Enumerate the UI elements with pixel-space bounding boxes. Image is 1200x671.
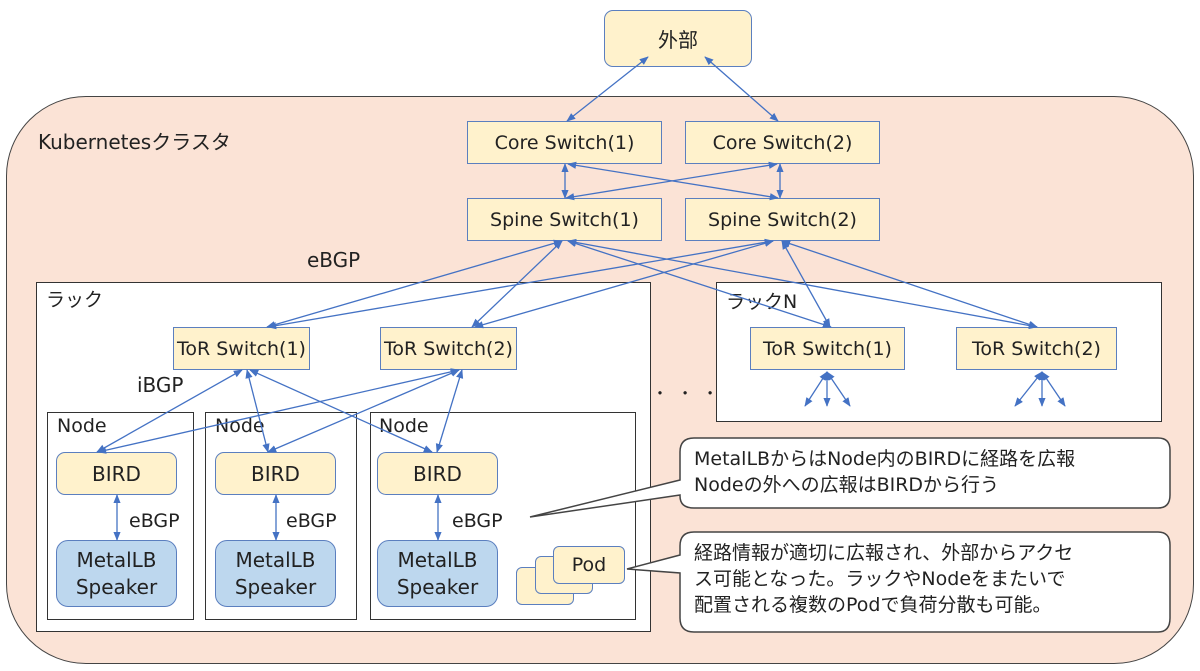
node-3-bird: BIRD	[377, 452, 498, 495]
node-3-speaker-label: MetalLB Speaker	[396, 547, 479, 599]
rack-n-tor-switch-1-label: ToR Switch(1)	[763, 337, 892, 360]
rack-n-label: ラックN	[726, 291, 798, 313]
ibgp-label: iBGP	[137, 373, 184, 397]
node-3-label: Node	[379, 415, 429, 437]
node-1-metallb-speaker: MetalLB Speaker	[56, 540, 177, 607]
node-1-ebgp-label: eBGP	[129, 510, 180, 532]
node-2-speaker-label: MetalLB Speaker	[234, 547, 317, 599]
ebgp-spine-label: eBGP	[307, 248, 361, 272]
node-1-speaker-label: MetalLB Speaker	[75, 547, 158, 599]
pod-front: Pod	[553, 546, 625, 584]
rack-1-tor-switch-2: ToR Switch(2)	[380, 327, 517, 370]
spine-switch-2-label: Spine Switch(2)	[708, 208, 857, 231]
core-switch-1: Core Switch(1)	[467, 121, 662, 164]
node-1-bird: BIRD	[56, 452, 177, 495]
spine-switch-1-label: Spine Switch(1)	[490, 208, 639, 231]
core-switch-2-label: Core Switch(2)	[712, 131, 853, 154]
callout-2-text: 経路情報が適切に広報され、外部からアクセ ス可能となった。ラックやNodeをまた…	[694, 542, 1074, 616]
rack-1-tor-switch-1: ToR Switch(1)	[173, 327, 310, 370]
cluster-label: Kubernetesクラスタ	[38, 130, 231, 154]
node-2-ebgp-label: eBGP	[286, 510, 337, 532]
node-2-bird: BIRD	[215, 452, 336, 495]
external-label: 外部	[658, 28, 698, 52]
rack-1-tor-switch-2-label: ToR Switch(2)	[384, 337, 513, 360]
node-1-label: Node	[57, 415, 107, 437]
node-3-metallb-speaker: MetalLB Speaker	[377, 540, 498, 607]
node-2-bird-label: BIRD	[251, 461, 300, 486]
rack-1-label: ラック	[46, 289, 104, 311]
spine-switch-1: Spine Switch(1)	[467, 198, 662, 241]
node-3-ebgp-label: eBGP	[452, 510, 503, 532]
node-2-label: Node	[215, 415, 265, 437]
node-1-bird-label: BIRD	[92, 461, 141, 486]
rack-n-tor-switch-2: ToR Switch(2)	[956, 327, 1117, 370]
pod-label: Pod	[571, 554, 607, 576]
rack-1-tor-switch-1-label: ToR Switch(1)	[177, 337, 306, 360]
core-switch-2: Core Switch(2)	[685, 121, 880, 164]
node-3-bird-label: BIRD	[413, 461, 462, 486]
node-2-metallb-speaker: MetalLB Speaker	[215, 540, 336, 607]
ellipsis: ・ ・ ・	[652, 384, 721, 403]
rack-n-tor-switch-2-label: ToR Switch(2)	[972, 337, 1101, 360]
spine-switch-2: Spine Switch(2)	[685, 198, 880, 241]
external-box: 外部	[604, 10, 752, 67]
core-switch-1-label: Core Switch(1)	[494, 131, 635, 154]
rack-n-tor-switch-1: ToR Switch(1)	[750, 327, 905, 370]
callout-1-text: MetalLBからはNode内のBIRDに経路を広報 Nodeの外への広報はBI…	[694, 448, 1076, 496]
